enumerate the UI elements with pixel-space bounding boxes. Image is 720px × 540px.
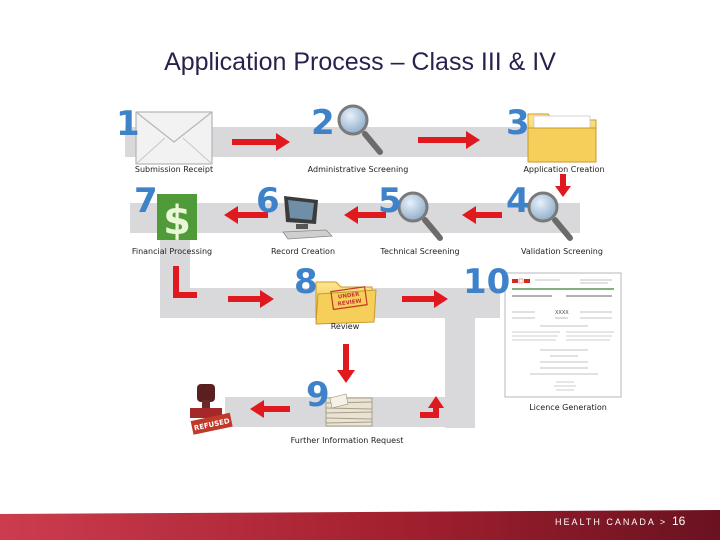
footer-bar: [0, 510, 720, 540]
arrow-1-to-2: [232, 133, 290, 151]
flow-arrows: [173, 131, 571, 418]
step-number-10: 10: [463, 262, 510, 302]
step-label-7: Financial Processing: [132, 247, 212, 256]
step-label-5: Technical Screening: [379, 247, 459, 256]
svg-text:$: $: [163, 198, 191, 244]
step-number-6: 6: [256, 181, 280, 221]
step-number-7: 7: [134, 181, 158, 221]
step-number-8: 8: [294, 262, 318, 302]
arrow-9-to-stamp: [250, 400, 290, 418]
slide-title: Application Process – Class III & IV: [164, 48, 556, 76]
envelope-icon: [135, 111, 213, 165]
folder-icon: [527, 113, 597, 163]
step-label-6: Record Creation: [271, 247, 335, 256]
footer-label: HEALTH CANADA >: [555, 517, 668, 527]
step-label-1: Submission Receipt: [135, 165, 213, 174]
arrow-7-to-8: [228, 290, 274, 308]
magnifier-icon: [337, 104, 383, 155]
step-label-2: Administrative Screening: [308, 165, 409, 174]
step-number-1: 1: [116, 104, 140, 144]
step-number-5: 5: [378, 181, 402, 221]
stamp-icon: REFUSED: [190, 384, 233, 435]
arrow-9-to-10: [420, 396, 444, 418]
arrow-3-to-4: [555, 174, 571, 197]
step-label-3: Application Creation: [523, 165, 604, 174]
folder-icon: UNDERREVIEW: [315, 281, 377, 325]
arrow-2-to-3: [418, 131, 480, 149]
arrow-4-to-5: [462, 206, 502, 224]
licence-document-icon: XXXX: [504, 272, 622, 398]
step-label-9: Further Information Request: [291, 436, 404, 445]
arrow-6-to-7: [224, 206, 268, 224]
svg-text:UNDERREVIEW: UNDERREVIEW: [336, 292, 362, 308]
page-number: 16: [672, 514, 686, 528]
step-number-2: 2: [311, 103, 335, 143]
magnifier-icon: [397, 191, 443, 241]
computer-icon: [282, 196, 333, 240]
step-label-4: Validation Screening: [521, 247, 603, 256]
papers-icon: [325, 393, 373, 427]
svg-text:XXXX: XXXX: [555, 310, 569, 316]
step-label-8: Review: [331, 322, 360, 331]
step-labels: Submission Receipt Administrative Screen…: [132, 165, 607, 445]
under-review-stamp: UNDERREVIEW: [330, 286, 368, 311]
step-number-4: 4: [506, 181, 530, 221]
step-number-3: 3: [506, 103, 530, 143]
arrow-8-to-10: [402, 290, 448, 308]
step-number-9: 9: [306, 375, 330, 415]
arrow-7-down: [173, 266, 197, 298]
arrow-5-to-6: [344, 206, 386, 224]
process-diagram: $ UNDERREVIEW REFUSED: [116, 103, 622, 445]
arrow-8-to-9: [337, 344, 355, 383]
step-numbers: 1 2 3 4 5 6 7 8 9 10: [116, 103, 530, 415]
magnifier-icon: [527, 191, 573, 241]
dollar-icon: $: [157, 194, 197, 244]
step-label-10: Licence Generation: [529, 403, 607, 412]
